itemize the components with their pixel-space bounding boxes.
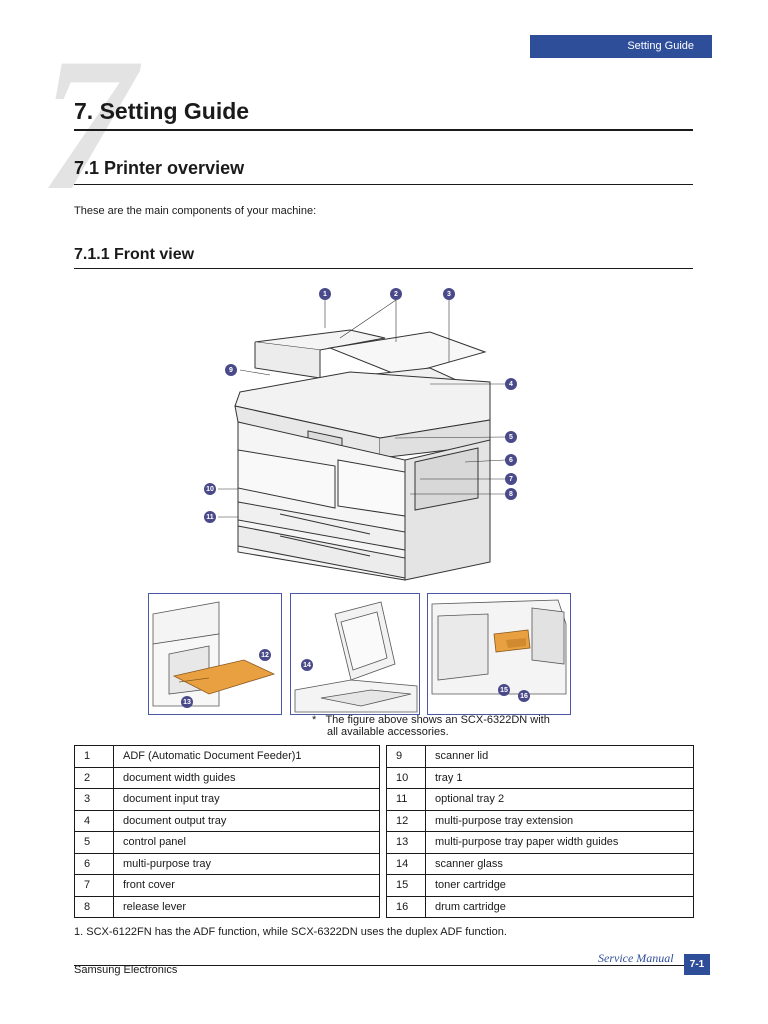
part-number: 4	[74, 809, 114, 832]
footer-company: Samsung Electronics	[74, 964, 178, 976]
part-name: multi-purpose tray	[113, 852, 380, 875]
figure-note: * The figure above shows an SCX-6322DN w…	[312, 714, 550, 738]
part-name: control panel	[113, 831, 380, 854]
part-number: 14	[386, 852, 426, 875]
part-number: 9	[386, 745, 426, 768]
part-name: release lever	[113, 895, 380, 918]
page-number: 7-1	[684, 954, 710, 975]
callout-14: 14	[301, 659, 313, 671]
callout-11: 11	[204, 511, 216, 523]
chapter-title-rule	[74, 129, 693, 131]
part-name: scanner glass	[425, 852, 694, 875]
part-number: 13	[386, 831, 426, 854]
subsection-title-rule	[74, 268, 693, 269]
multipurpose-tray-illustration	[152, 601, 276, 707]
part-number: 3	[74, 788, 114, 811]
part-name: ADF (Automatic Document Feeder)1	[113, 745, 380, 768]
figure-note-line2: all available accessories.	[327, 726, 449, 738]
callout-3: 3	[443, 288, 455, 300]
inset-toner-drum: 15 16	[427, 593, 571, 715]
part-number: 10	[386, 766, 426, 789]
callout-13: 13	[181, 696, 193, 708]
subsection-title: 7.1.1 Front view	[74, 246, 195, 263]
part-name: multi-purpose tray paper width guides	[425, 831, 694, 854]
part-number: 8	[74, 895, 114, 918]
footnote: 1. SCX-6122FN has the ADF function, whil…	[74, 926, 507, 938]
part-name: document output tray	[113, 809, 380, 832]
chapter-number-watermark: 7	[40, 20, 135, 230]
part-number: 5	[74, 831, 114, 854]
inset-multipurpose-tray: 12 13	[148, 593, 282, 715]
callout-10: 10	[204, 483, 216, 495]
header-section-label: Setting Guide	[627, 40, 694, 52]
header-section-tab: Setting Guide	[530, 35, 712, 57]
part-name: toner cartridge	[425, 874, 694, 897]
printer-front-view-illustration	[218, 299, 506, 581]
callout-2: 2	[390, 288, 402, 300]
footer-rule	[74, 965, 690, 966]
part-number: 16	[386, 895, 426, 918]
part-number: 12	[386, 809, 426, 832]
part-name: front cover	[113, 874, 380, 897]
part-name: multi-purpose tray extension	[425, 809, 694, 832]
chapter-title: 7. Setting Guide	[74, 98, 250, 124]
part-number: 6	[74, 852, 114, 875]
part-number: 2	[74, 766, 114, 789]
part-number: 7	[74, 874, 114, 897]
callout-7: 7	[505, 473, 517, 485]
part-name: scanner lid	[425, 745, 694, 768]
callout-4: 4	[505, 378, 517, 390]
part-name: document input tray	[113, 788, 380, 811]
section-title-rule	[74, 184, 693, 185]
figure-note-mark: *	[312, 714, 317, 726]
part-number: 1	[74, 745, 114, 768]
callout-9: 9	[225, 364, 237, 376]
scanner-glass-illustration	[294, 601, 418, 713]
callout-1: 1	[319, 288, 331, 300]
figure-note-line1: The figure above shows an SCX-6322DN wit…	[325, 714, 550, 726]
callout-6: 6	[505, 454, 517, 466]
callout-16: 16	[518, 690, 530, 702]
part-name: tray 1	[425, 766, 694, 789]
inset-scanner-glass: 14	[290, 593, 420, 715]
callout-15: 15	[498, 684, 510, 696]
header-rule	[530, 57, 712, 58]
callout-8: 8	[505, 488, 517, 500]
section-intro: These are the main components of your ma…	[74, 205, 317, 217]
callout-12: 12	[259, 649, 271, 661]
part-number: 15	[386, 874, 426, 897]
part-name: optional tray 2	[425, 788, 694, 811]
toner-drum-illustration	[431, 599, 567, 695]
part-name: drum cartridge	[425, 895, 694, 918]
part-name: document width guides	[113, 766, 380, 789]
section-title: 7.1 Printer overview	[74, 158, 245, 178]
callout-5: 5	[505, 431, 517, 443]
footer-manual-label: Service Manual	[598, 951, 674, 965]
part-number: 11	[386, 788, 426, 811]
